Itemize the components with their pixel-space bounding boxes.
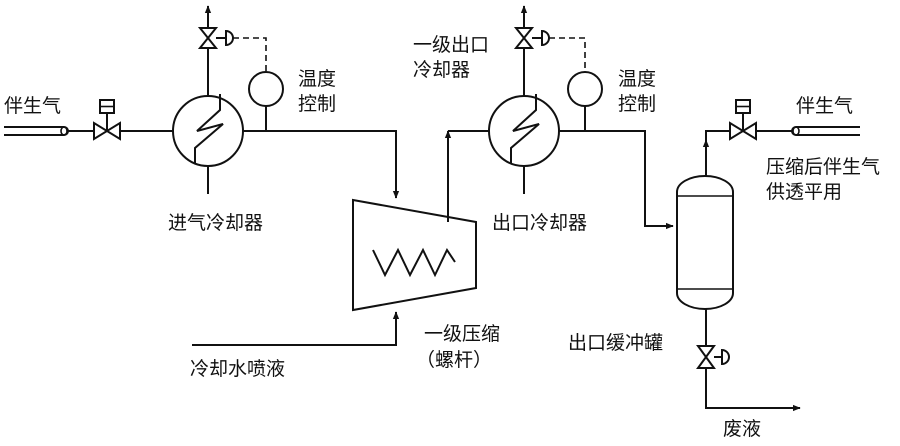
product-gas-pipe-stub <box>791 126 860 136</box>
inlet-cooler-label: 进气冷却器 <box>168 212 264 234</box>
pipe-to-product-valve <box>705 130 730 140</box>
waste-liquid-outlet-line <box>705 368 801 412</box>
pipe-outlet-cooler-to-buffer-tank <box>559 130 674 230</box>
product-note-line1: 压缩后伴生气 <box>766 156 881 178</box>
product-note-line2: 供透平用 <box>766 181 843 203</box>
product-gas-label: 伴生气 <box>796 95 854 117</box>
inlet-control-valve <box>68 99 121 141</box>
inlet-cooler <box>172 94 244 167</box>
pipe-inlet-cooler-to-compressor <box>243 130 400 199</box>
product-gas-valve <box>729 99 792 141</box>
waste-liquid-label: 废液 <box>723 418 762 440</box>
outlet-cooler-label: 出口冷却器 <box>492 212 588 234</box>
temperature-control-2-label-line1: 温度 <box>618 68 657 90</box>
stage1-outlet-cooler-label-line2: 冷却器 <box>413 59 471 81</box>
drain-valve <box>696 309 730 369</box>
feed-gas-label: 伴生气 <box>4 95 62 117</box>
cooling-water-spray-label: 冷却水喷液 <box>190 358 286 380</box>
temperature-controller-2 <box>549 37 603 131</box>
temperature-control-1-label-line2: 控制 <box>298 93 337 115</box>
buffer-tank-label: 出口缓冲罐 <box>568 332 664 354</box>
temperature-controller-1 <box>233 37 284 131</box>
temperature-control-2-label-line2: 控制 <box>618 93 657 115</box>
stage1-outlet-cooler-label-line1: 一级出口 <box>413 34 490 56</box>
inlet-cooler-vent-valve <box>197 5 234 96</box>
outlet-cooler <box>488 94 560 167</box>
compressor-label-line2: （螺杆） <box>416 349 493 371</box>
outlet-cooler-vent-valve <box>513 5 550 96</box>
compressor-label-line1: 一级压缩 <box>424 323 501 345</box>
feed-gas-pipe-stub <box>4 126 69 136</box>
temperature-control-1-label-line1: 温度 <box>298 68 337 90</box>
outlet-buffer-tank <box>676 175 734 310</box>
screw-compressor <box>352 198 477 312</box>
cooling-water-spray-line <box>192 311 400 346</box>
